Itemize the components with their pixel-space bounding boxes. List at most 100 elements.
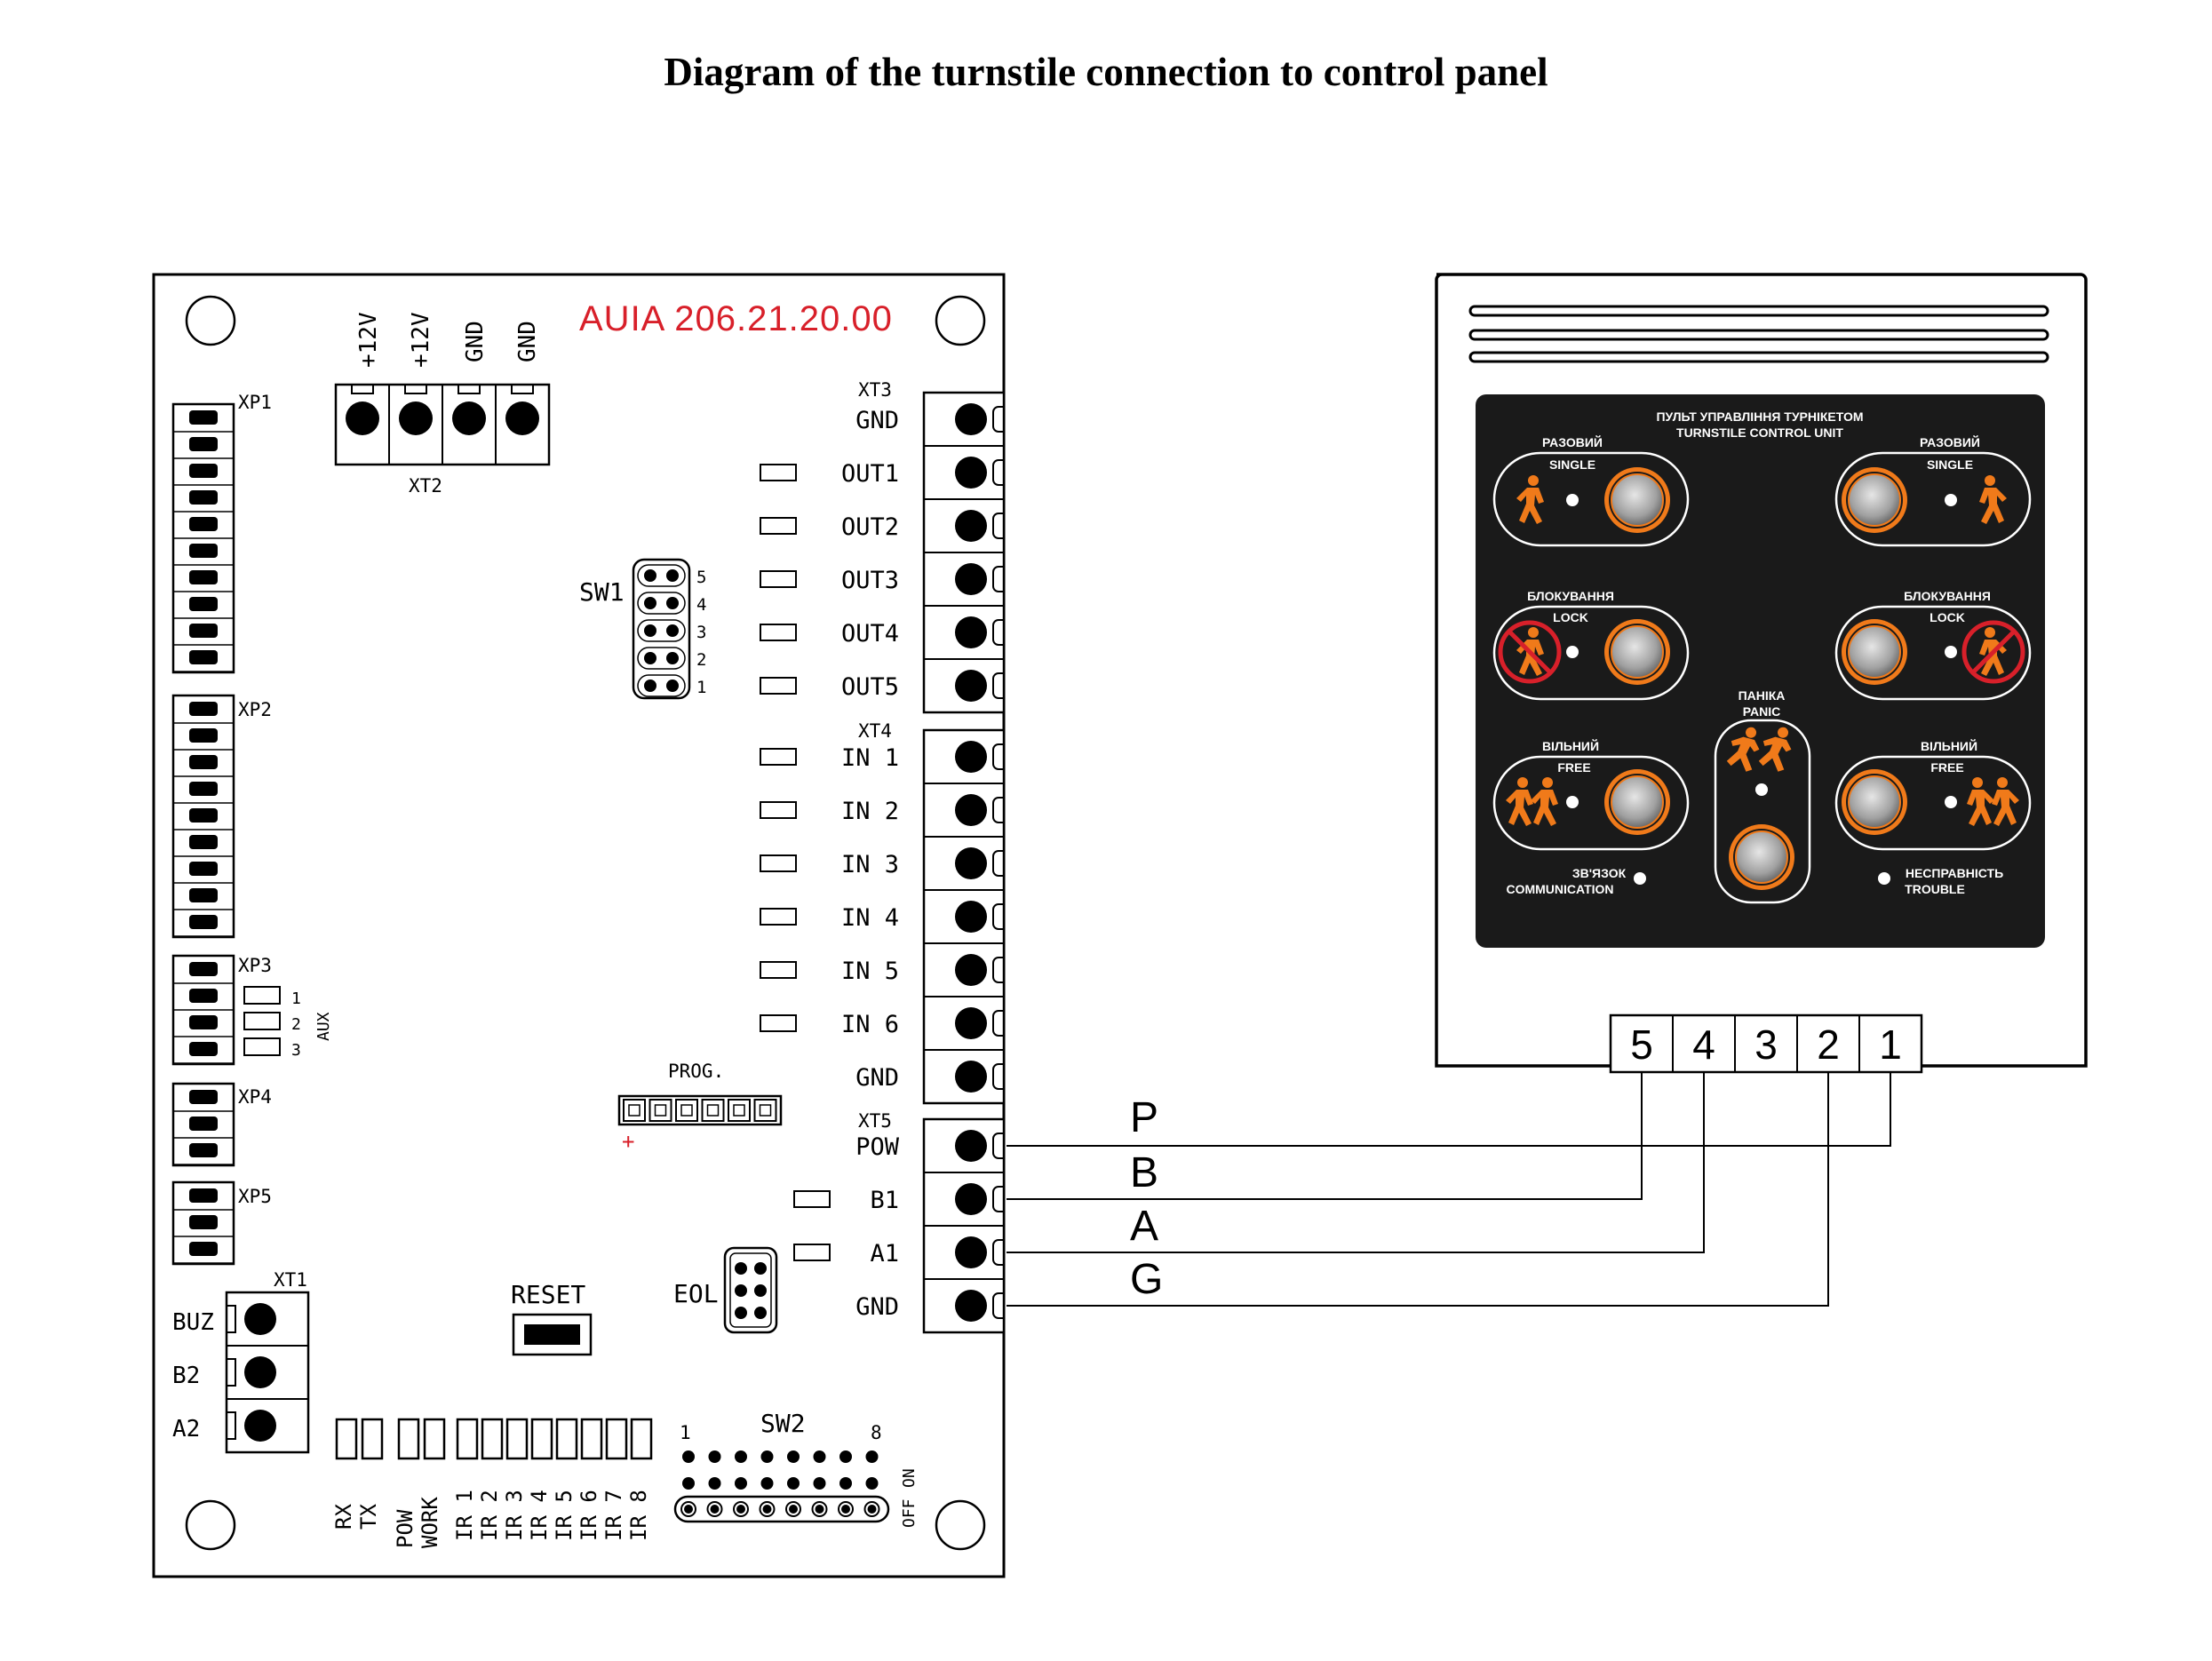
xp-pin [189,862,218,876]
terminal-screw [244,1303,276,1335]
lock-left-button[interactable] [1611,625,1664,679]
panel-header-ua: ПУЛЬТ УПРАВЛІННЯ ТУРНІКЕТОМ [1656,409,1863,424]
panel-connector: 5 4 3 2 1 [1609,1013,1923,1074]
xp-connectors [171,402,235,1266]
prog-pin [628,1104,641,1117]
dip-switch-toggle[interactable] [710,1505,720,1514]
single-right-led [1945,494,1957,506]
free-right-button[interactable] [1848,775,1901,829]
lock-left-led [1566,646,1579,658]
dip-switch-toggle[interactable] [867,1505,877,1514]
jumper-pin [644,652,656,664]
xp3-label: XP3 [238,955,272,976]
led-labels: RX TX POW WORK IR 1 IR 2 IR 3 IR 4 IR 5 … [331,1490,651,1548]
walker-icon-single-right [1979,475,2007,524]
sw1-label: SW1 [579,577,625,607]
status-led [605,1418,628,1460]
sw1-jumper-block: SW1 5 4 3 2 1 [579,558,706,700]
dip-pin [760,1450,774,1463]
vent-slot [1468,351,2049,363]
no-entry-icon-lock-left [1498,620,1562,684]
prog-pin [706,1104,720,1117]
xt5-label: XT5 [858,1110,892,1132]
free-right-led [1945,796,1957,808]
panic-button[interactable] [1735,830,1788,884]
indicator-led [760,1014,797,1032]
jumper-pin [735,1307,747,1319]
indicator-led [793,1190,831,1208]
xt1-terminal-label: BUZ [172,1309,214,1336]
prog-label: PROG. [668,1061,724,1082]
status-led [630,1418,653,1460]
xp-pin [189,437,218,451]
led-label: POW [393,1509,418,1548]
terminal-screw [955,1061,987,1093]
dip-switch-toggle[interactable] [789,1505,798,1514]
no-entry-icon-lock-right [1961,620,2025,684]
xp-pin [189,808,218,823]
single-left-button[interactable] [1611,473,1664,527]
terminal-screw [955,670,987,702]
xp-pin [189,570,218,584]
xt4-terminal-label: IN 4 [841,904,899,932]
aux-number: 1 [291,989,301,1008]
dip-pin [813,1477,826,1490]
wire-label-b: B [1130,1149,1158,1196]
comm-label-ua: ЗВ'ЯЗОК [1572,866,1627,880]
indicator-led [760,464,797,481]
dip-pin [682,1477,695,1490]
sw2-on-label: ON [900,1468,919,1488]
sw1-number: 5 [696,568,706,587]
xp4-label: XP4 [238,1086,272,1108]
aux-jumpers: 1 2 3 AUX [243,986,333,1060]
dip-pin [839,1450,852,1463]
single-right-button[interactable] [1848,473,1901,527]
xt1-terminal-block: XT1 BUZ B2 A2 [172,1269,310,1454]
aux-number: 2 [291,1015,301,1034]
jumper-pin [735,1284,747,1297]
dip-pin [787,1450,800,1463]
free-left-button[interactable] [1611,775,1664,829]
dip-switch-toggle[interactable] [736,1505,745,1514]
mounting-hole [935,1499,986,1551]
dip-switch-toggle[interactable] [841,1505,850,1514]
mounting-hole [185,1499,236,1551]
xp-pin [189,517,218,531]
terminal-screw [955,563,987,595]
single-label-en-left: SINGLE [1549,457,1595,472]
xp-pin [189,702,218,716]
status-led [361,1418,384,1460]
dip-switch-toggle[interactable] [762,1505,772,1514]
lock-label-en-right: LOCK [1930,610,1965,624]
lock-right-led [1945,646,1957,658]
status-led [481,1418,504,1460]
lock-label-en-left: LOCK [1553,610,1588,624]
dip-switch-toggle[interactable] [684,1505,693,1514]
xp-pin [189,1090,218,1104]
status-led [555,1418,578,1460]
lock-label-ua-left: БЛОКУВАННЯ [1527,589,1614,603]
jumper-pin [644,569,656,582]
terminal-screw [955,1130,987,1162]
sw1-number: 4 [696,595,706,615]
xt4-terminal-label: IN 1 [841,744,899,772]
xt2-label: XT2 [409,475,442,497]
led-label: WORK [418,1497,442,1548]
jumper-pin [644,624,656,637]
aux-number: 3 [291,1041,301,1060]
dip-pin [760,1477,774,1490]
xt1-label: XT1 [274,1269,307,1291]
lock-right-button[interactable] [1848,625,1901,679]
dip-switch-toggle[interactable] [815,1505,824,1514]
panic-label-en: PANIC [1743,704,1781,719]
led-label: IR 6 [577,1490,601,1541]
comm-label-en: COMMUNICATION [1506,882,1613,896]
dip-pin [865,1477,879,1490]
prog-header: PROG. + [617,1061,783,1154]
xp-pin [189,1188,218,1203]
indicator-led [760,624,797,641]
xt2-terminal-label: GND [462,321,489,362]
dip-pin [708,1450,721,1463]
led-label: IR 8 [626,1490,651,1541]
